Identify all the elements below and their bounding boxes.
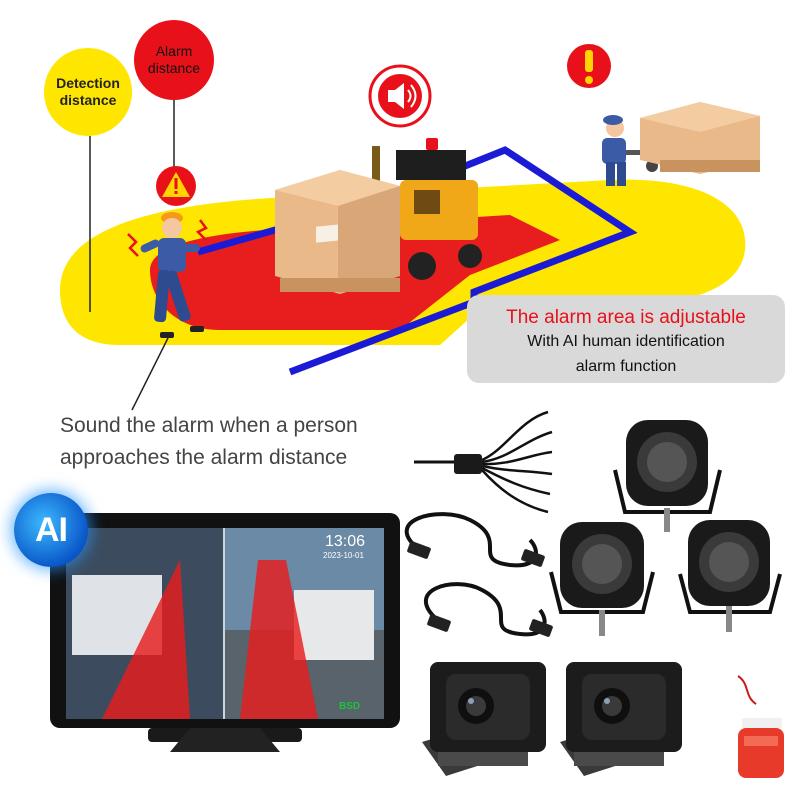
ai-identification-line1: With AI human identification (527, 333, 725, 350)
speaker-sound-icon (368, 64, 432, 128)
warning-triangle-icon (156, 166, 196, 206)
monitor-bsd-label: BSD (339, 701, 361, 712)
camera-left (422, 662, 546, 776)
caption-text: Sound the alarm when a person approaches… (60, 410, 420, 474)
worker-figure (127, 212, 208, 338)
pallet-worker-figure (602, 102, 760, 186)
monitor (50, 513, 400, 752)
wiring-harness (414, 410, 553, 514)
alarm-info-box: The alarm area is adjustable With AI hum… (467, 295, 785, 383)
caption-line2: approaches the alarm distance (60, 446, 348, 469)
alarm-area-heading: The alarm area is adjustable (506, 307, 746, 328)
warning-exclamation-icon (567, 44, 611, 88)
monitor-date: 2023-10-01 (323, 551, 364, 560)
caption-leader-line (131, 337, 169, 411)
extension-cable-2 (423, 582, 553, 637)
beacon-light-icon (737, 675, 784, 778)
warning-lamp-right (678, 520, 782, 632)
detection-distance-bubble: Detection distance (44, 48, 132, 136)
cardboard-box (275, 170, 400, 294)
extension-cable-1 (404, 512, 545, 568)
monitor-time: 13:06 (325, 533, 366, 550)
warning-lamp-left (549, 522, 655, 636)
ai-identification-line2: alarm function (575, 358, 677, 375)
alarm-distance-bubble: Alarm distance (134, 20, 214, 100)
caption-line1: Sound the alarm when a person (60, 414, 358, 437)
ai-badge: AI (14, 493, 88, 567)
warning-lamp-top (613, 420, 722, 532)
camera-right (560, 662, 682, 776)
